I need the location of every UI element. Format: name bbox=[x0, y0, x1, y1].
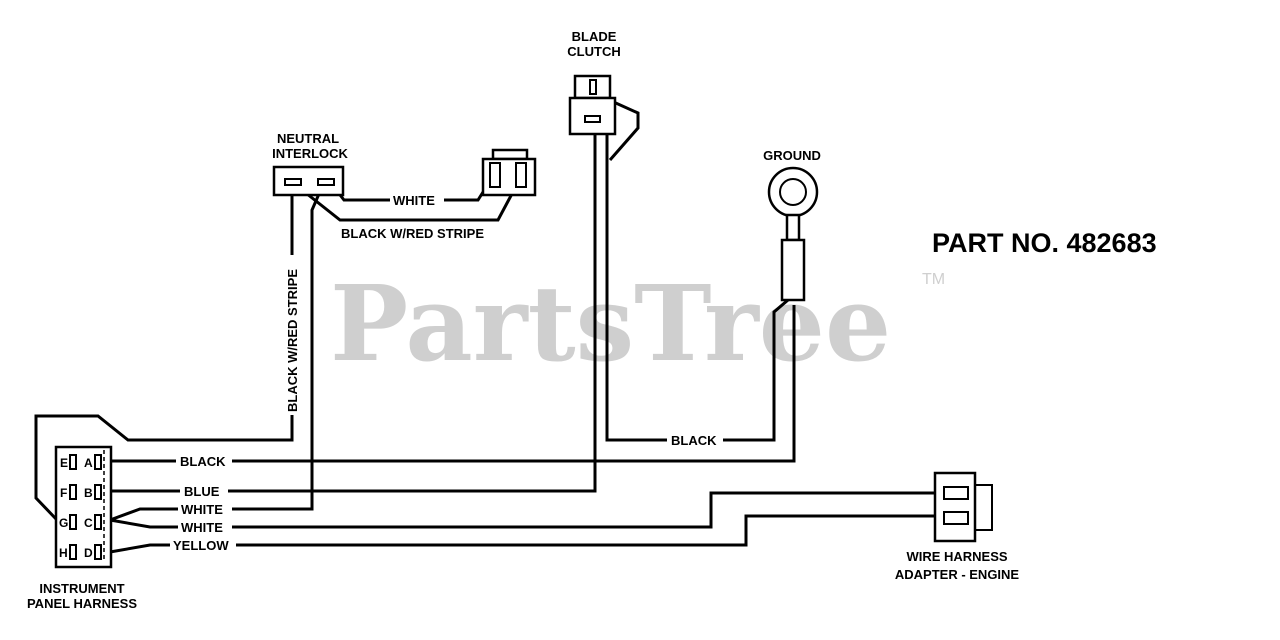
interlock-connector bbox=[481, 148, 537, 197]
pin-e: E bbox=[60, 456, 68, 470]
label-clutch: CLUTCH bbox=[567, 44, 620, 59]
part-number: PART NO. 482683 bbox=[932, 228, 1157, 258]
label-ground: GROUND bbox=[763, 148, 821, 163]
label-blue-b: BLUE bbox=[184, 484, 220, 499]
label-wire-harness: WIRE HARNESS bbox=[906, 549, 1007, 564]
label-white-c1: WHITE bbox=[181, 502, 223, 517]
label-black-ground: BLACK bbox=[671, 433, 717, 448]
pin-b: B bbox=[84, 486, 93, 500]
pin-h: H bbox=[59, 546, 68, 560]
label-instrument: INSTRUMENT bbox=[39, 581, 124, 596]
pin-c: C bbox=[84, 516, 93, 530]
watermark-trademark: TM bbox=[922, 271, 945, 288]
instrument-panel-connector: E F G H A B C D bbox=[54, 445, 113, 569]
wire-yellow-d-engine bbox=[109, 514, 947, 554]
label-black-red-horizontal: BLACK W/RED STRIPE bbox=[341, 226, 484, 241]
pin-a: A bbox=[84, 456, 93, 470]
wire-white-c-engine bbox=[109, 491, 947, 529]
wire-blue-b-clutch bbox=[110, 118, 597, 493]
label-white-c2: WHITE bbox=[181, 520, 223, 535]
label-neutral: NEUTRAL bbox=[277, 131, 339, 146]
label-black-a: BLACK bbox=[180, 454, 226, 469]
label-blade: BLADE bbox=[572, 29, 617, 44]
watermark-brand: PartsTree bbox=[330, 262, 891, 385]
wire-black-a-ground bbox=[110, 305, 796, 463]
label-adapter-engine: ADAPTER - ENGINE bbox=[895, 567, 1020, 582]
engine-adapter-connector bbox=[933, 471, 993, 543]
blade-clutch-connector bbox=[568, 74, 617, 136]
neutral-interlock-switch bbox=[272, 165, 345, 197]
wire-black-red-g-interlock bbox=[34, 185, 294, 522]
wire-clutch-lead bbox=[597, 93, 640, 161]
label-white-interlock: WHITE bbox=[393, 193, 435, 208]
label-panel-harness: PANEL HARNESS bbox=[27, 596, 137, 611]
label-interlock: INTERLOCK bbox=[272, 146, 348, 161]
ground-lug bbox=[767, 166, 819, 302]
label-black-red-vertical: BLACK W/RED STRIPE bbox=[285, 269, 300, 412]
wire-black-ground-clutch bbox=[605, 115, 789, 442]
label-yellow-d: YELLOW bbox=[173, 538, 229, 553]
wire-black-red-interlock-connector bbox=[291, 174, 524, 222]
pin-g: G bbox=[59, 516, 68, 530]
pin-f: F bbox=[60, 486, 67, 500]
pin-d: D bbox=[84, 546, 93, 560]
